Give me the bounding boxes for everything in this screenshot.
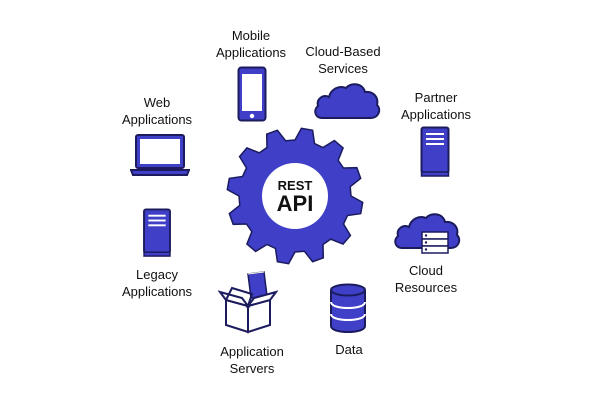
node-label-app-servers: Application Servers — [220, 343, 284, 377]
label-line: Applications — [121, 112, 193, 127]
label-line: Resources — [394, 280, 458, 295]
node-label-partner: Partner Applications — [401, 89, 471, 123]
hub-label-rest: REST — [277, 178, 313, 193]
node-label-data: Data — [335, 341, 362, 358]
label-line: Web — [143, 95, 171, 110]
label-line: Applications — [215, 45, 287, 60]
label-line: Servers — [229, 361, 275, 376]
cloud-icon — [314, 83, 381, 119]
gear-icon — [226, 127, 364, 265]
open-box-icon — [218, 271, 278, 334]
label-line: Mobile — [231, 28, 271, 43]
label-line: Services — [318, 61, 368, 76]
cloud-server-icon — [394, 213, 461, 254]
label-line: Partner — [414, 90, 458, 105]
label-line: Application — [220, 344, 284, 359]
node-label-mobile: Mobile Applications — [216, 27, 286, 61]
smartphone-icon — [237, 66, 267, 122]
server-icon — [420, 126, 450, 177]
node-label-web: Web Applications — [122, 94, 192, 128]
label-line: Data — [335, 342, 363, 357]
hub-label-api: API — [276, 191, 314, 216]
database-icon — [330, 283, 366, 333]
label-line: Cloud-Based — [305, 44, 381, 59]
server-icon — [143, 208, 171, 257]
label-line: Applications — [121, 284, 193, 299]
node-label-legacy: Legacy Applications — [122, 266, 192, 300]
label-line: Legacy — [136, 267, 178, 282]
laptop-icon — [130, 134, 190, 176]
label-line: Cloud — [409, 263, 443, 278]
label-line: Applications — [400, 107, 472, 122]
node-label-cloud-resources: Cloud Resources — [395, 262, 457, 296]
node-label-cloud-services: Cloud-Based Services — [305, 43, 380, 77]
gear-center — [262, 163, 328, 229]
